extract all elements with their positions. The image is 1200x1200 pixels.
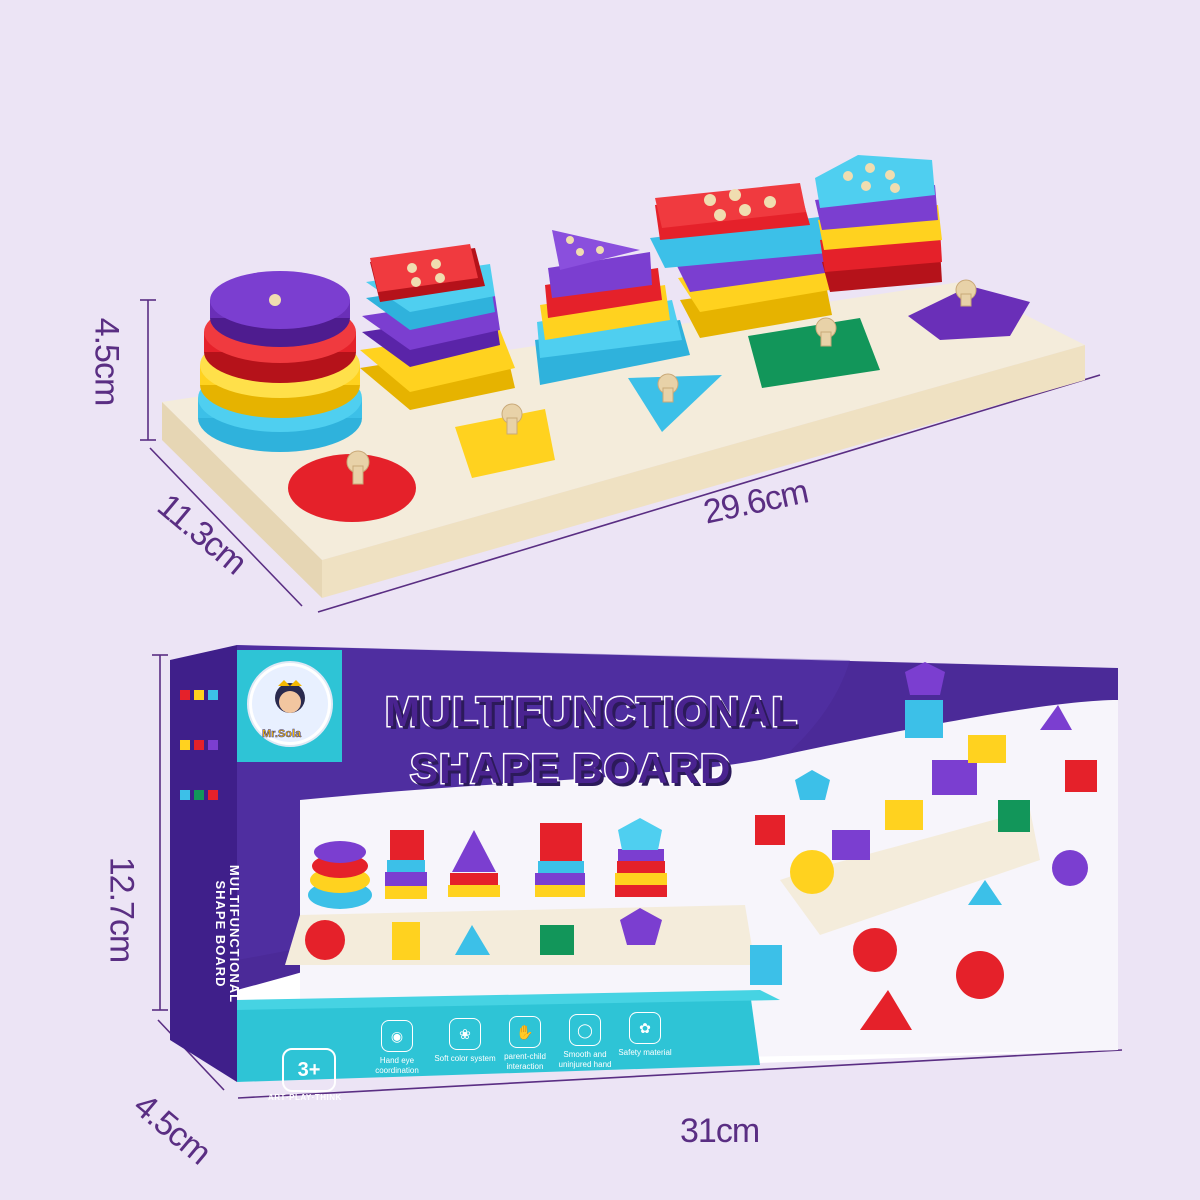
feature-label: Hand eye coordination <box>375 1056 419 1075</box>
feature-hand-eye: ◉ Hand eye coordination <box>362 1020 432 1076</box>
feature-label: parent-child interaction <box>504 1052 546 1071</box>
product-box <box>170 645 1118 1082</box>
eye-icon: ◉ <box>381 1020 413 1052</box>
pentagon-stack <box>815 155 942 292</box>
green-square-inlay <box>748 318 880 388</box>
purple-pentagon-inlay <box>908 286 1030 340</box>
box-title-line2: SHAPE BOARD <box>408 744 732 794</box>
feature-smooth: ◯ Smooth and uninjured hand <box>550 1014 620 1070</box>
feature-parent-child: ✋ parent-child interaction <box>490 1016 560 1072</box>
box-height-label: 12.7cm <box>102 856 141 963</box>
hands-icon: ✋ <box>509 1016 541 1048</box>
leaf-icon: ✿ <box>629 1012 661 1044</box>
age-tagline: ART·PLAY·THINK <box>268 1093 342 1102</box>
wooden-shape-board <box>162 155 1085 598</box>
box-side-title-line2: SHAPE BOARD <box>213 880 229 988</box>
box-mini-board <box>285 818 755 965</box>
side-shape-thumbnails <box>180 690 218 800</box>
circle-ring-stack <box>198 271 362 452</box>
box-scattered-pieces <box>750 662 1097 1030</box>
box-side-title-line1: MULTIFUNCTIONAL <box>227 864 243 1004</box>
palette-icon: ❀ <box>449 1018 481 1050</box>
yellow-rectangle-inlay <box>455 409 555 478</box>
dimension-lines <box>140 299 1123 1099</box>
square-stack <box>650 183 838 338</box>
rectangle-stack <box>360 244 515 410</box>
feature-label: Safety material <box>618 1048 672 1057</box>
box-width-label: 31cm <box>680 1112 760 1150</box>
circle-icon: ◯ <box>569 1014 601 1046</box>
feature-label: Soft color system <box>434 1054 496 1063</box>
box-side-title: MULTIFUNCTIONAL SHAPE BOARD <box>213 864 243 1004</box>
box-title-line1: MULTIFUNCTIONAL <box>383 687 799 737</box>
feature-safety: ✿ Safety material <box>610 1012 680 1058</box>
board-height-label: 4.5cm <box>87 317 126 406</box>
feature-label: Smooth and uninjured hand <box>558 1050 612 1069</box>
blue-triangle-inlay <box>628 375 722 432</box>
brand-name: Mr.Sola <box>262 728 302 741</box>
red-circle-inlay <box>288 454 416 522</box>
triangle-stack <box>535 230 690 385</box>
age-badge: 3+ <box>282 1048 336 1092</box>
feature-soft-color: ❀ Soft color system <box>430 1018 500 1064</box>
